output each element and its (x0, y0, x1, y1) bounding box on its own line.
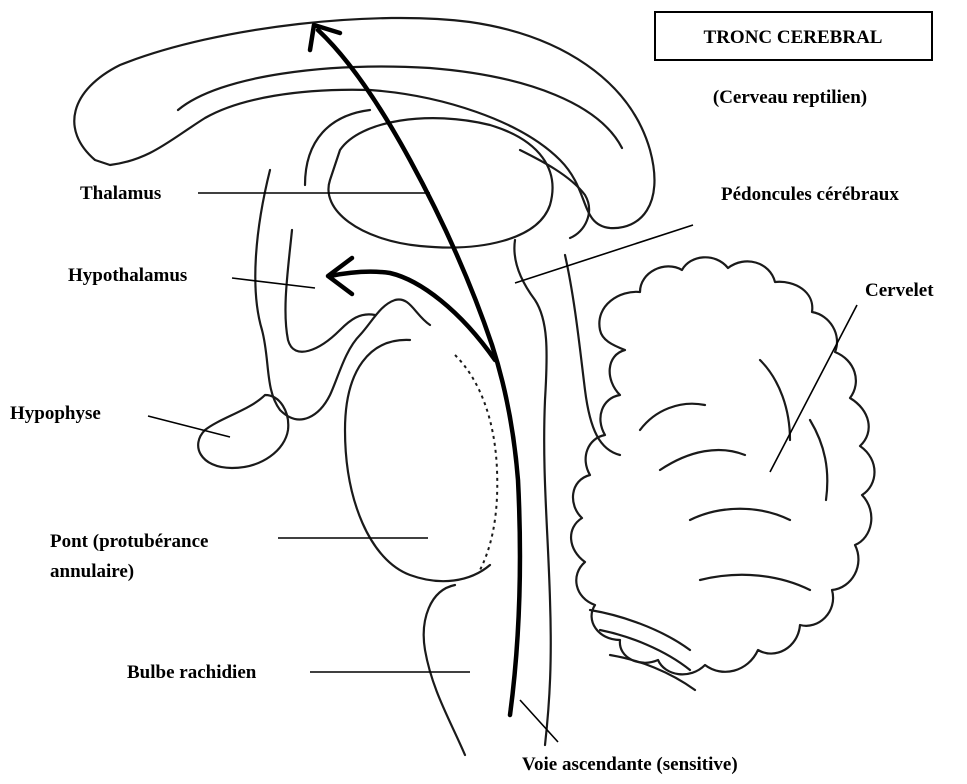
label-bulbe: Bulbe rachidien (127, 662, 257, 683)
bulbe-outline (424, 585, 465, 755)
cervelet-folia-1 (640, 360, 827, 590)
leader-pedoncules (515, 225, 693, 283)
pont-outline (345, 340, 490, 581)
cervelet-outline (571, 257, 874, 674)
label-pont-line1: Pont (protubérance (50, 531, 209, 552)
leader-cervelet (770, 305, 857, 472)
leader-hypothalamus (232, 278, 315, 288)
diagram-subtitle: (Cerveau reptilien) (713, 87, 867, 108)
hypothalamus-outline (255, 170, 430, 419)
label-thalamus: Thalamus (80, 183, 161, 204)
label-pedoncules: Pédoncules cérébraux (721, 184, 899, 205)
label-hypophyse: Hypophyse (10, 403, 101, 424)
leader-voie (520, 700, 558, 742)
third-ventricle-outline (305, 110, 589, 238)
label-voie: Voie ascendante (sensitive) (522, 754, 738, 775)
label-hypothalamus: Hypothalamus (68, 265, 187, 286)
leader-hypophyse (148, 416, 230, 437)
label-pont-line2: annulaire) (50, 561, 134, 582)
ascending-pathway-main (318, 30, 520, 715)
fornix-inner-arch (178, 67, 622, 148)
pont-dotted-boundary (455, 355, 497, 570)
fourth-ventricle-outline (565, 255, 620, 455)
thalamus-outline (328, 118, 552, 247)
label-cervelet: Cervelet (865, 280, 934, 301)
diagram-title: TRONC CEREBRAL (704, 27, 883, 48)
cervelet-folia-2 (590, 610, 695, 690)
